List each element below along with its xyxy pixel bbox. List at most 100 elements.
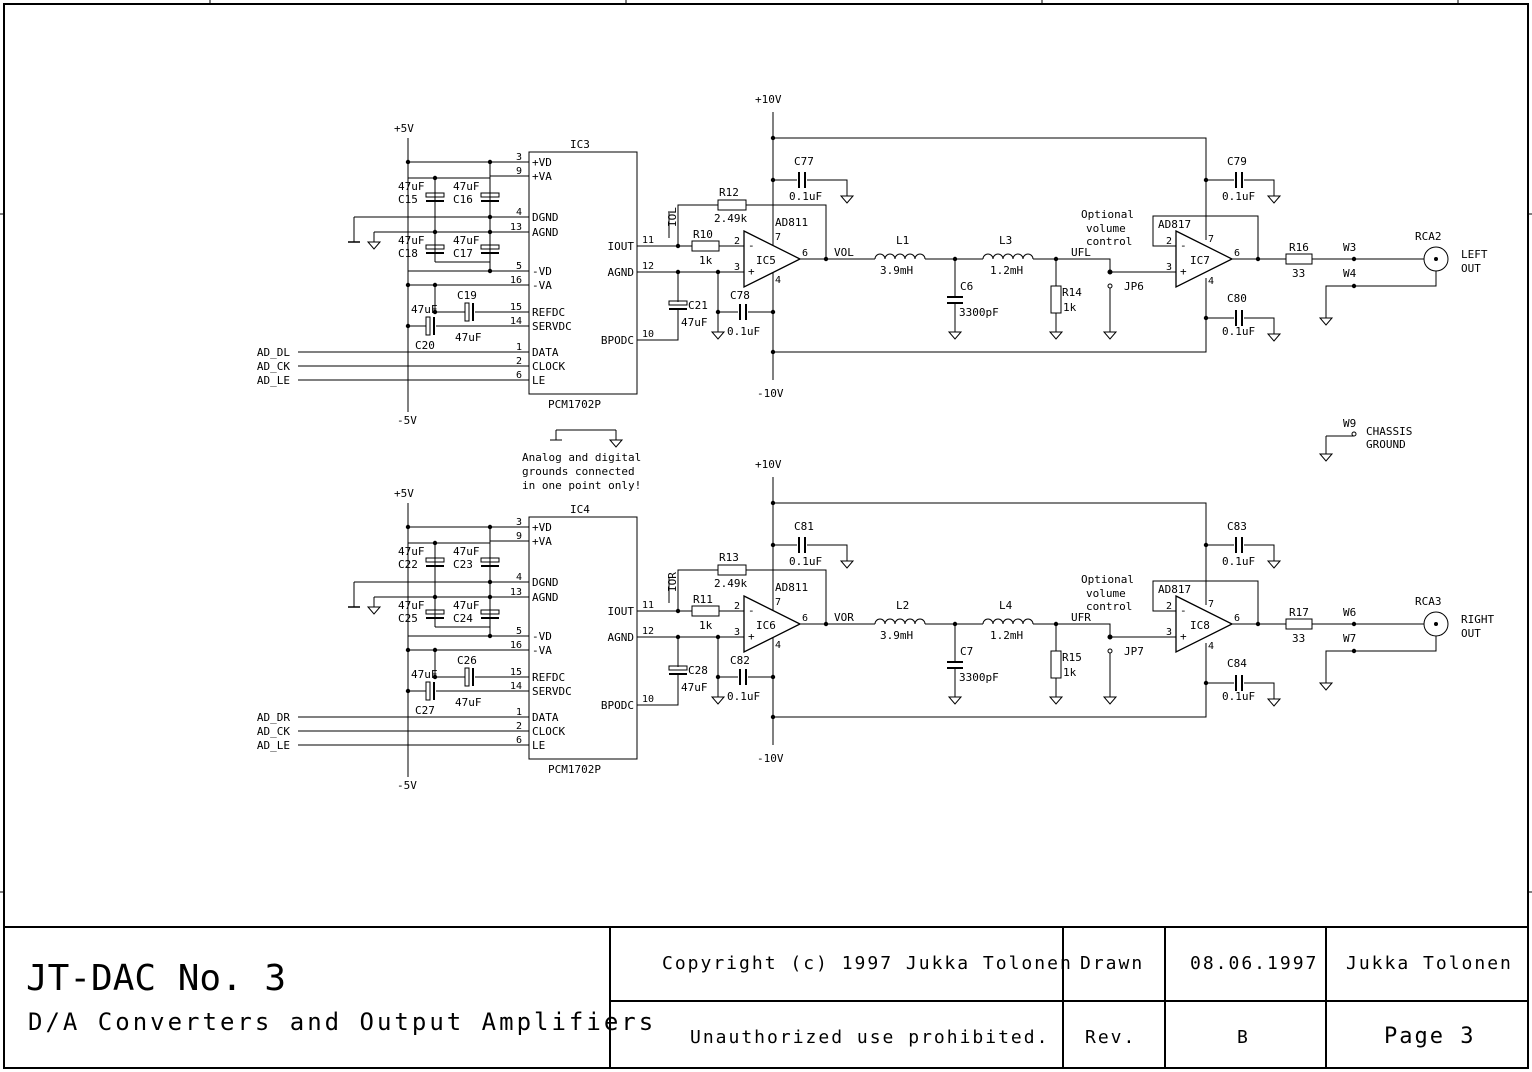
- digital-input-label: AD_CK: [257, 725, 290, 738]
- wire-ref: W3: [1343, 241, 1356, 254]
- dac-chip-body: [528, 516, 638, 760]
- right-channel-circuit: IC4PCM1702P+VD3+VA9DGND4AGND13-VD5-VA16R…: [257, 458, 1495, 792]
- ground-icon: [366, 606, 382, 615]
- inductor-ref: L2: [896, 599, 909, 612]
- cap-value: 0.1uF: [727, 690, 760, 703]
- dac-pin-number: 5: [516, 261, 522, 272]
- opamp-minus: -: [748, 604, 755, 617]
- dac-pin-number: 14: [510, 316, 522, 327]
- wire: [1244, 682, 1275, 699]
- sheet-title: JT-DAC No. 3: [26, 958, 286, 999]
- dac-pin-name: DGND: [532, 211, 559, 224]
- dac-pin-name: DATA: [532, 346, 559, 359]
- junction-dot: [432, 594, 438, 600]
- resistor-value: 2.49k: [714, 212, 747, 225]
- dac-pin-number: 1: [516, 342, 522, 353]
- volume-note-line: control: [1086, 600, 1132, 613]
- dac-pin-number: 15: [510, 302, 522, 313]
- wire: [773, 643, 1207, 718]
- opamp1-symbol: [743, 229, 802, 289]
- dac-pin-name: -VD: [532, 265, 552, 278]
- wire: [1244, 544, 1275, 561]
- volume-note-line: volume: [1086, 222, 1126, 235]
- dac-pin-name: BPODC: [601, 334, 634, 347]
- dac-pin-number: 6: [516, 370, 522, 381]
- rca-jack-ref: RCA3: [1415, 595, 1442, 608]
- wire: [1033, 623, 1111, 635]
- chassis-ref: W9: [1343, 417, 1356, 430]
- opamp1-part: AD811: [775, 581, 808, 594]
- digital-input-label: AD_DR: [257, 711, 290, 724]
- cap-value: 0.1uF: [727, 325, 760, 338]
- ground-icon: [1266, 195, 1282, 204]
- opamp2-part: AD817: [1158, 218, 1191, 231]
- inductor-l2: [982, 618, 1034, 625]
- dac-pin-name: -VA: [532, 644, 552, 657]
- cap-ref: C26: [457, 654, 477, 667]
- wire: [489, 162, 529, 177]
- rail-neg-label: -10V: [757, 752, 784, 765]
- vout-net-label: VOL: [834, 246, 854, 259]
- wire: [637, 675, 679, 706]
- inductor-value: 1.2mH: [990, 264, 1023, 277]
- cap-value: 47uF: [398, 234, 425, 247]
- cap-value: 47uF: [411, 303, 438, 316]
- resistor-rload: [1050, 285, 1062, 314]
- chassis-label-2: GROUND: [1366, 438, 1406, 451]
- inductor-l2: [982, 253, 1034, 260]
- resistor-ref: R14: [1062, 286, 1082, 299]
- cap-c15: [425, 192, 445, 198]
- cap-value: 47uF: [453, 180, 480, 193]
- dac-part-label: PCM1702P: [548, 398, 601, 411]
- cap-ref: C28: [688, 664, 708, 677]
- rca-jack-icon: [1423, 246, 1449, 272]
- wire-ref: W6: [1343, 606, 1356, 619]
- dac-pin-number: 13: [510, 587, 522, 598]
- dac-pin-name: DGND: [532, 576, 559, 589]
- rail-neg-label: -10V: [757, 387, 784, 400]
- opamp1-symbol: [743, 594, 802, 654]
- ground-note-line2: grounds connected: [522, 465, 635, 478]
- opamp2-ref: IC7: [1190, 254, 1210, 267]
- pin-number: 7: [775, 232, 781, 243]
- opamp-minus: -: [1180, 604, 1187, 617]
- cap-value: 0.1uF: [1222, 690, 1255, 703]
- cap-value: 47uF: [398, 599, 425, 612]
- border-ticks: [0, 0, 1532, 893]
- resistor-rfb: [717, 564, 747, 576]
- cap-value: 0.1uF: [1222, 190, 1255, 203]
- junction-dot: [487, 579, 493, 585]
- title-block: [4, 926, 1528, 1068]
- wire: [1325, 271, 1437, 306]
- inductor-l1: [874, 253, 926, 260]
- dac-ref-label: IC4: [570, 503, 590, 516]
- digital-input-label: AD_DL: [257, 346, 290, 359]
- pin-number: 7: [1208, 234, 1214, 245]
- junction-dot: [770, 674, 776, 680]
- wire: [807, 544, 848, 561]
- notice-text: Unauthorized use prohibited.: [690, 1027, 1049, 1048]
- junction-dot: [487, 159, 493, 165]
- dac-chip-body: [528, 151, 638, 395]
- supply-pos-label: +5V: [394, 122, 414, 135]
- cap-value: 3300pF: [959, 671, 999, 684]
- wire-ref: W7: [1343, 632, 1356, 645]
- opamp2-part: AD817: [1158, 583, 1191, 596]
- supply-neg-label: -5V: [397, 414, 417, 427]
- dac-pin-name: CLOCK: [532, 725, 565, 738]
- output-label-line: RIGHT: [1461, 613, 1494, 626]
- cap-ref: C17: [453, 247, 473, 260]
- resistor-value: 1k: [1063, 301, 1077, 314]
- junction-dot: [405, 159, 411, 165]
- opamp-plus: +: [1180, 630, 1187, 643]
- chassis-ground-symbol: [1318, 431, 1357, 462]
- cap-ref: C20: [415, 339, 435, 352]
- wire: [773, 278, 1207, 353]
- ground-icon: [1266, 560, 1282, 569]
- dac-pin-number: 10: [642, 694, 654, 705]
- dac-pin-name: +VD: [532, 156, 552, 169]
- drawn-date: 08.06.1997: [1190, 953, 1318, 974]
- dac-pin-name: +VA: [532, 535, 552, 548]
- supply-neg-label: -5V: [397, 779, 417, 792]
- junction-dot: [432, 229, 438, 235]
